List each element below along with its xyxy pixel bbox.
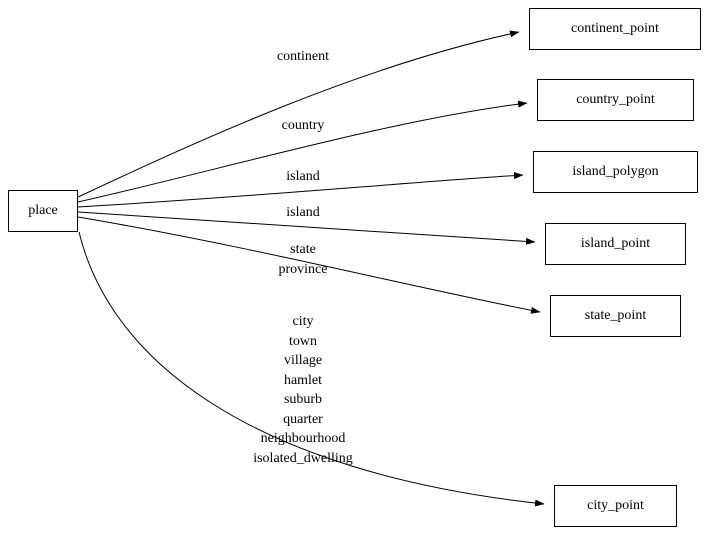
edge-place-island-polygon xyxy=(77,172,524,208)
edge-place-continent-point xyxy=(77,30,520,198)
node-continent-point: continent_point xyxy=(529,8,701,50)
edge-place-country-point xyxy=(77,100,528,203)
node-place: place xyxy=(8,190,78,232)
edge-place-state-point xyxy=(77,216,541,314)
node-city-point: city_point xyxy=(554,485,677,527)
node-country-point: country_point xyxy=(537,79,694,121)
edge-place-island-point xyxy=(77,211,536,245)
edge-place-city-point xyxy=(78,231,545,507)
node-island-polygon: island_polygon xyxy=(533,151,698,193)
node-state-point: state_point xyxy=(550,295,681,337)
node-island-point: island_point xyxy=(545,223,686,265)
